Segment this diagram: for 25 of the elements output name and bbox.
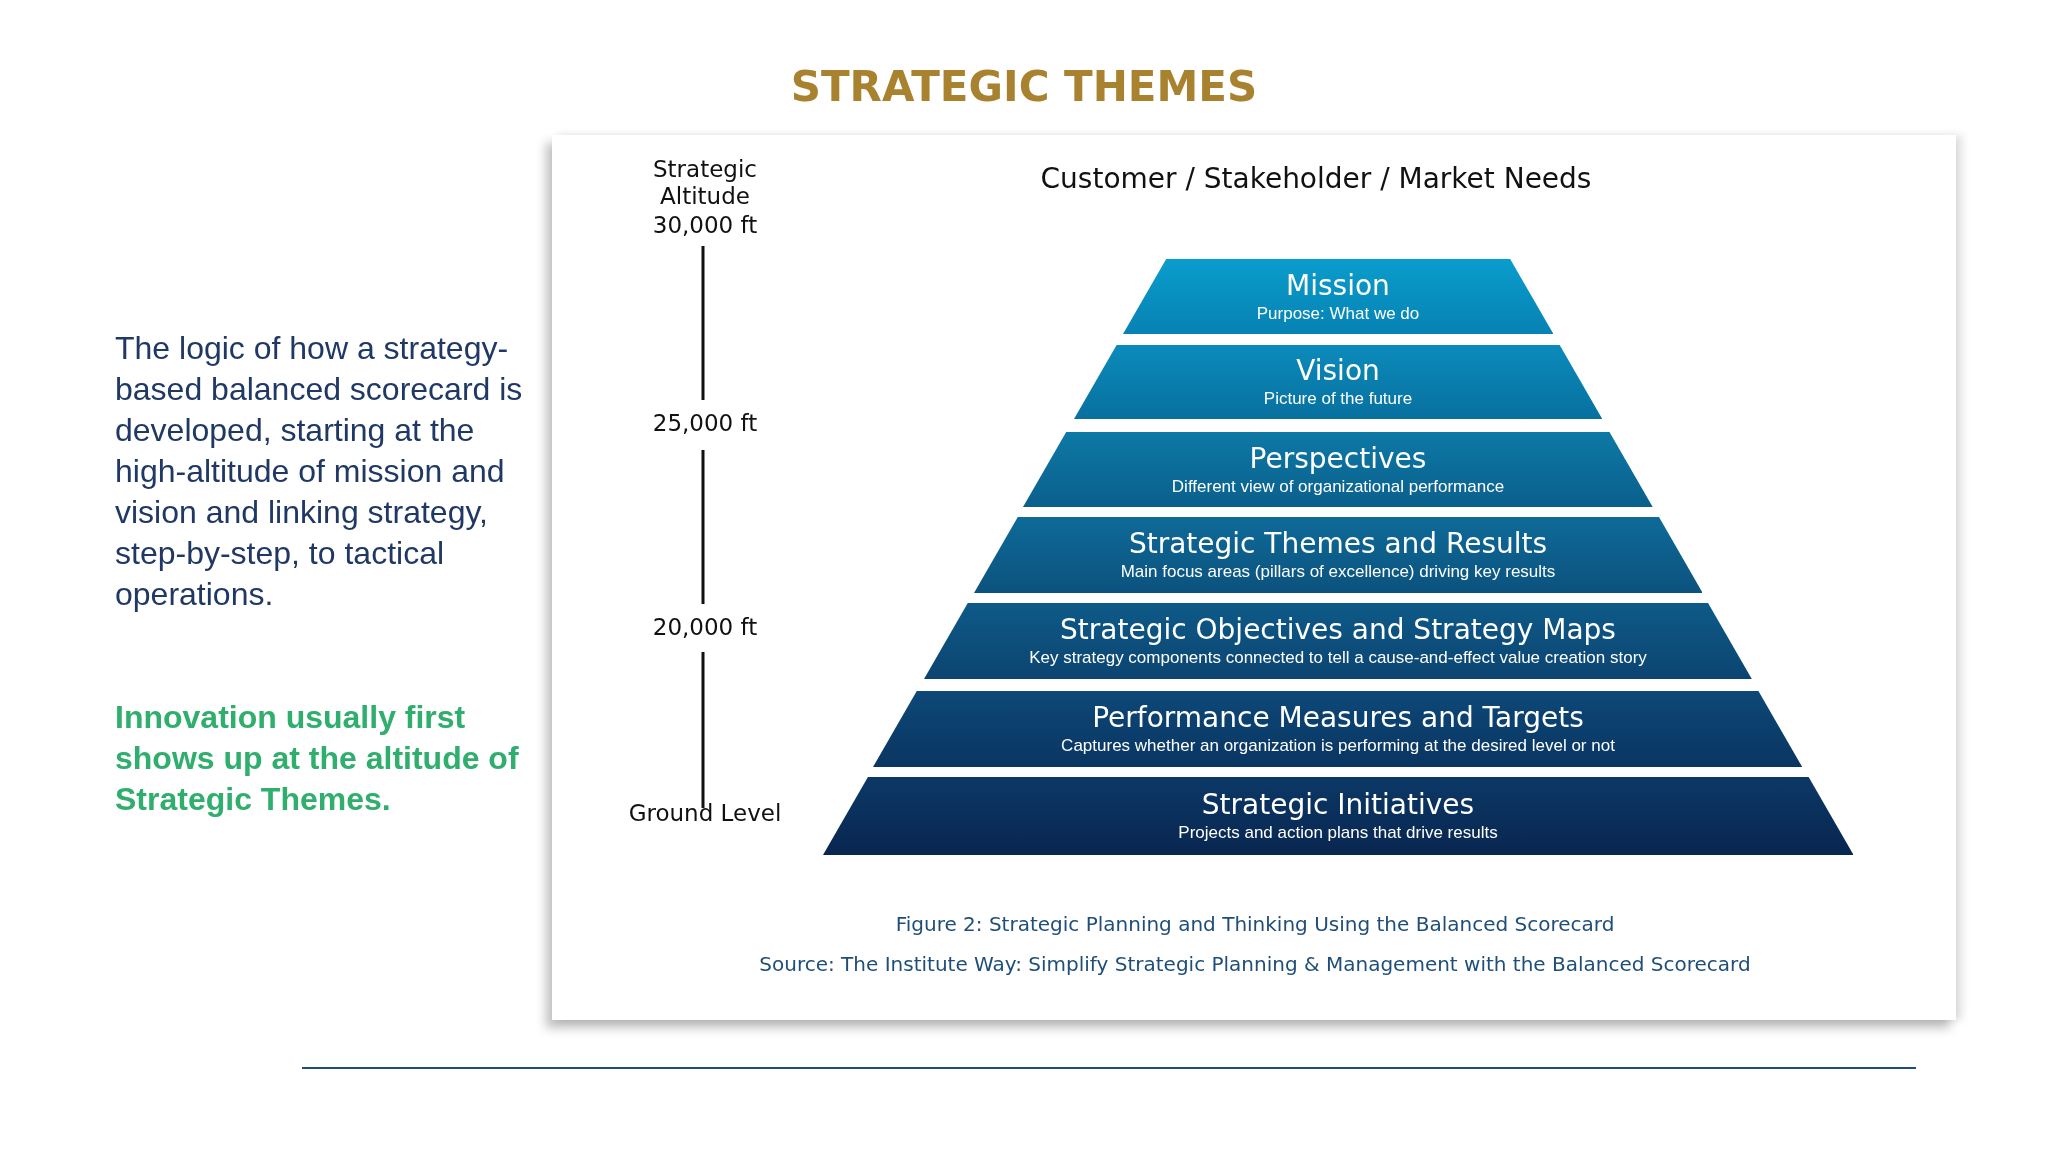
slide-title: STRATEGIC THEMES	[789, 62, 1259, 111]
level-title: Strategic Themes and Results	[1128, 527, 1548, 561]
level-title: Mission	[1286, 268, 1390, 303]
level-title: Vision	[1296, 354, 1380, 388]
altitude-label: Ground Level	[627, 800, 783, 827]
level-description: Purpose: What we do	[1256, 302, 1420, 325]
level-title: Strategic Objectives and Strategy Maps	[1060, 613, 1616, 647]
figure-caption: Figure 2: Strategic Planning and Thinking Using the Balanced Scorecard	[894, 912, 1616, 936]
level-title: Performance Measures and Targets	[1092, 701, 1584, 735]
level-description: Different view of organizational performance	[1171, 475, 1505, 498]
level-description: Key strategy components connected to tell a cause-and-effect value creation story	[1029, 647, 1647, 669]
paragraph: The logic of how a strategy-based balanced scorecard is developed, starting at the high-altitude of mission and vision and linking strategy, step-by-step, to tactical operations.	[115, 329, 524, 614]
level-description: Projects and action plans that drive results	[1178, 822, 1498, 844]
level-description: Captures whether an organization is performing at the desired level or not	[1061, 735, 1615, 757]
altitude-label: Strategic Altitude	[652, 156, 758, 210]
level-title: Strategic Initiatives	[1201, 788, 1475, 822]
altitude-label: 20,000 ft	[651, 614, 759, 641]
source-note: Source: The Institute Way: Simplify Strategic Planning & Management with the Balanced Scorecard	[758, 952, 1752, 976]
level-description: Main focus areas (pillars of excellence) driving key results	[1120, 561, 1556, 583]
paragraph: Innovation usually first shows up at the altitude of Strategic Themes.	[115, 698, 520, 819]
pyramid-heading: Customer / Stakeholder / Market Needs	[1039, 162, 1593, 195]
altitude-label: 30,000 ft	[651, 212, 759, 239]
level-title: Perspectives	[1249, 441, 1427, 476]
level-description: Picture of the future	[1263, 388, 1413, 410]
altitude-label: 25,000 ft	[651, 410, 759, 437]
